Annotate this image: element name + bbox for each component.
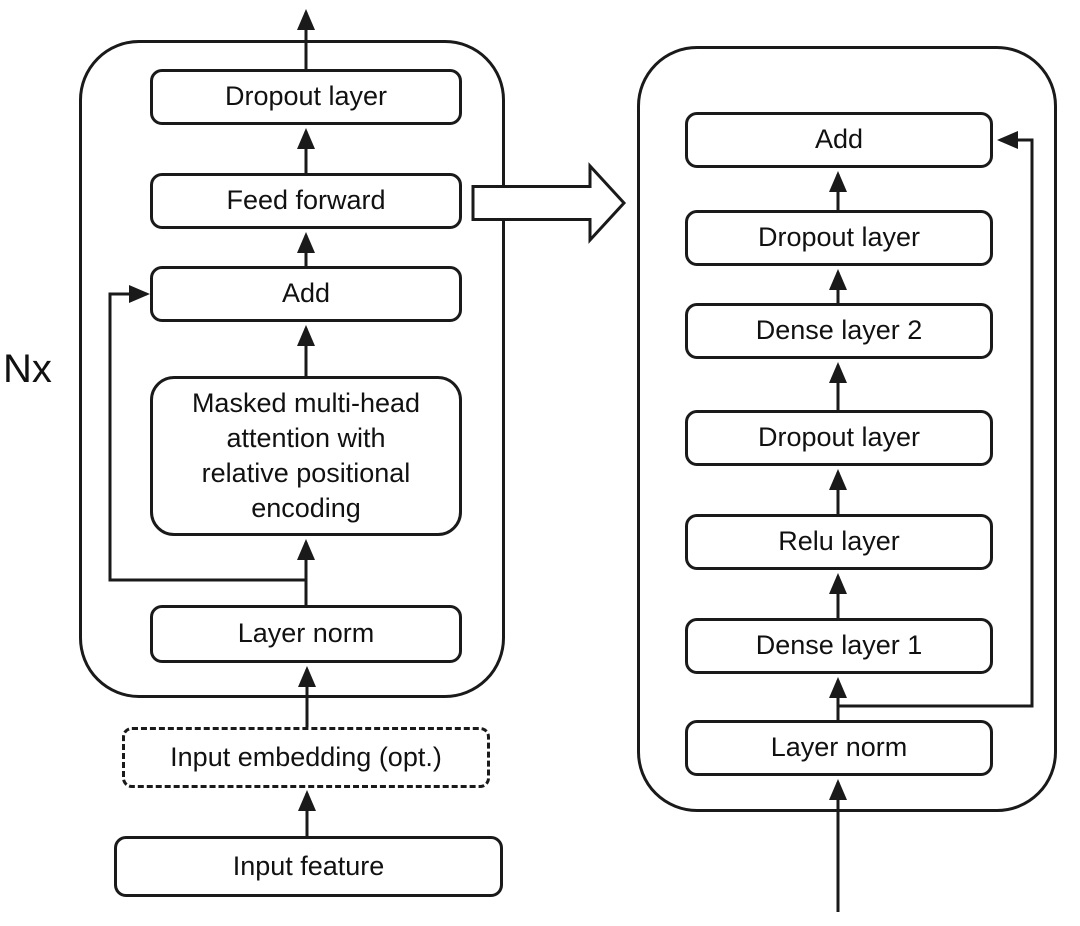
node-ff-dropout-top: Dropout layer — [685, 210, 993, 266]
node-ff-dense-layer-1: Dense layer 1 — [685, 618, 993, 674]
node-layer-norm: Layer norm — [150, 605, 462, 663]
block-expansion-arrow-icon — [471, 162, 627, 244]
node-ff-dense-layer-2: Dense layer 2 — [685, 303, 993, 359]
node-feed-forward: Feed forward — [150, 173, 462, 229]
feed-forward-skip-connection — [838, 131, 1034, 708]
encoder-block-container — [79, 40, 505, 698]
node-ff-layer-norm: Layer norm — [685, 720, 993, 776]
node-input-feature: Input feature — [114, 836, 503, 897]
node-add: Add — [150, 266, 462, 322]
node-ff-relu-layer: Relu layer — [685, 514, 993, 570]
node-dropout-layer: Dropout layer — [150, 69, 462, 125]
node-ff-add: Add — [685, 112, 993, 168]
node-masked-attention: Masked multi-head attention with relativ… — [150, 376, 462, 536]
node-ff-dropout-mid: Dropout layer — [685, 410, 993, 466]
node-input-embedding: Input embedding (opt.) — [122, 727, 490, 788]
encoder-skip-connection — [108, 285, 306, 582]
repeat-count-label: Nx — [3, 347, 52, 391]
